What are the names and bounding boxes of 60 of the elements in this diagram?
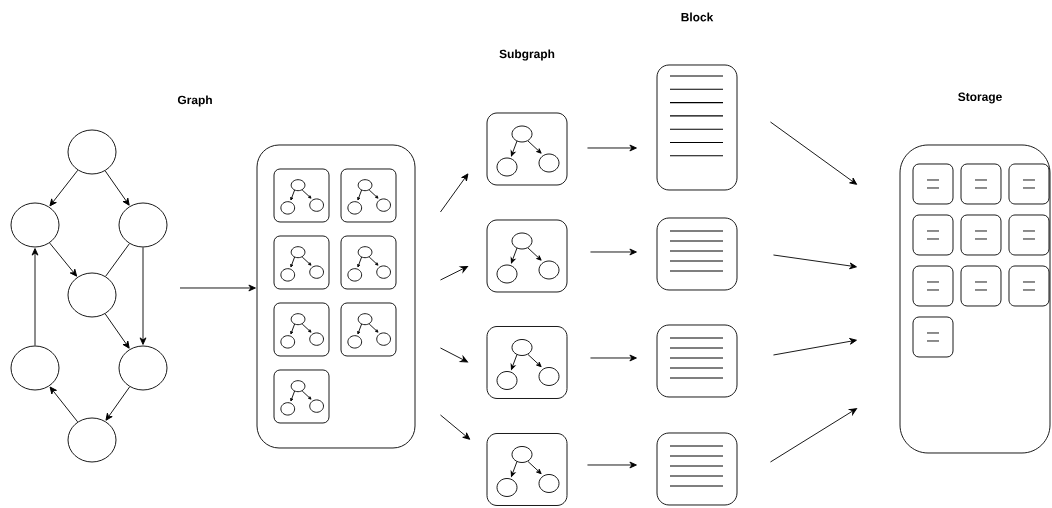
document-box (656, 64, 738, 191)
arrow (770, 408, 858, 463)
document-box (656, 324, 738, 398)
arrow (587, 144, 637, 152)
storage-item-box (960, 265, 1002, 307)
circle-node (10, 345, 60, 391)
circle-node (67, 417, 117, 463)
arrow (139, 247, 147, 345)
arrow (31, 248, 39, 346)
circle-node (118, 202, 168, 248)
subgraph-box (340, 235, 397, 290)
arrow (105, 386, 131, 421)
storage-item-box (1008, 214, 1050, 256)
storage-item-box (960, 163, 1002, 205)
arrow (770, 121, 858, 185)
storage-item-box (912, 214, 954, 256)
heading-label: Block (681, 12, 714, 22)
arrow (587, 461, 637, 469)
arrow (104, 170, 130, 206)
arrow (179, 284, 256, 292)
arrow (440, 347, 468, 363)
circle-node (10, 202, 60, 248)
storage-item-box (912, 265, 954, 307)
storage-item-box (1008, 163, 1050, 205)
heading-label: Storage (958, 92, 1002, 104)
arrow (440, 266, 468, 281)
arrow (104, 313, 130, 349)
arrow (773, 254, 857, 270)
subgraph-box (486, 112, 568, 186)
arrow (590, 248, 637, 256)
circle-node (67, 129, 117, 175)
arrow (773, 338, 857, 356)
heading-label: Graph (177, 95, 212, 107)
arrow (49, 242, 78, 277)
circle-node (67, 272, 117, 318)
document-box (656, 432, 738, 506)
arrow (590, 354, 637, 362)
subgraph-box (340, 302, 397, 357)
subgraph-box (273, 235, 330, 290)
storage-item-box (1008, 265, 1050, 307)
heading-label: Subgraph (499, 49, 555, 61)
subgraph-box (273, 168, 330, 223)
subgraph-box (273, 302, 330, 357)
subgraph-box (486, 433, 568, 506)
arrow (49, 169, 79, 207)
subgraph-box (486, 326, 568, 399)
subgraph-box (486, 219, 568, 293)
storage-item-box (912, 163, 954, 205)
arrow (49, 386, 79, 423)
subgraph-box (340, 168, 397, 223)
container-box (256, 144, 416, 449)
storage-item-box (960, 214, 1002, 256)
circle-node (118, 345, 168, 391)
arrow (440, 173, 469, 213)
storage-item-box (912, 316, 954, 358)
arrow (440, 414, 471, 440)
storage-box (899, 144, 1051, 454)
subgraph-box (273, 369, 330, 424)
document-box (656, 217, 738, 291)
line (105, 243, 130, 277)
